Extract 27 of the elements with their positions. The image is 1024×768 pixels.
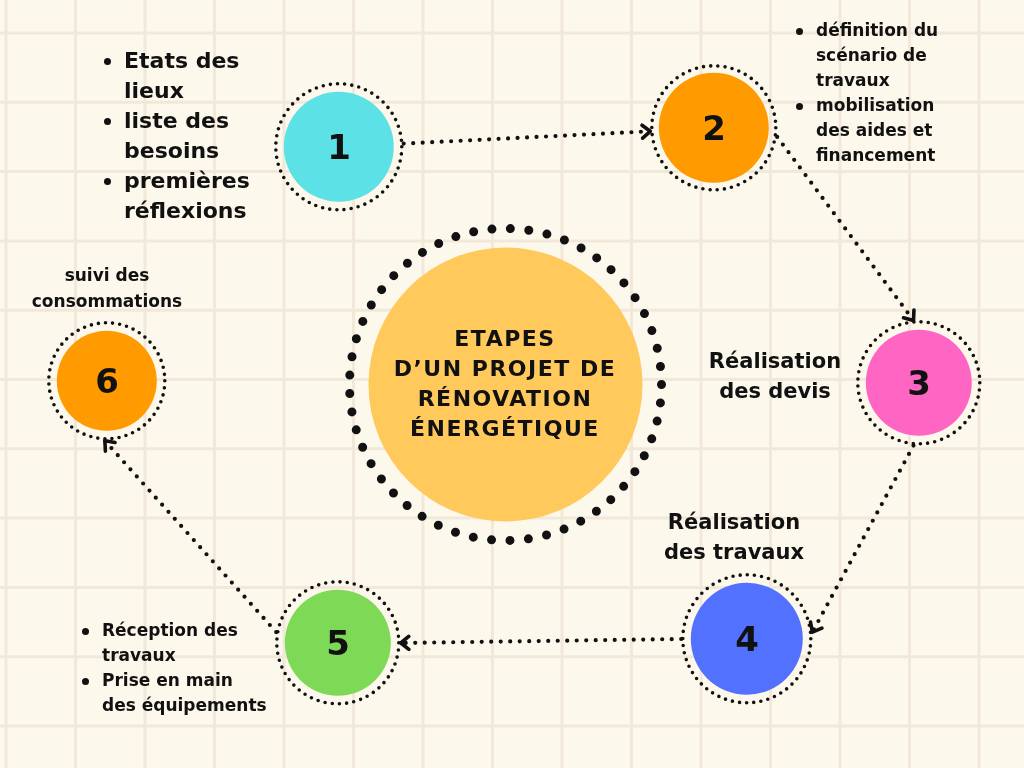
title-text: D’UN PROJET DE RÉNOVATION ÉNERGÉTIQUE bbox=[392, 355, 618, 443]
step-circle bbox=[855, 319, 983, 447]
bullet-note: Prise en main des équipements bbox=[78, 668, 270, 718]
step-number: 2 bbox=[702, 108, 726, 148]
step-circle bbox=[680, 572, 814, 706]
title-heading: ETAPES bbox=[453, 325, 557, 353]
bullet-note: Réception des travaux bbox=[78, 618, 270, 668]
step-number: 4 bbox=[735, 619, 759, 659]
bullet-note: premières réflexions bbox=[100, 166, 282, 226]
step-number: 3 bbox=[907, 363, 931, 403]
title-circle bbox=[343, 222, 667, 546]
step-caption: suivi des consommations bbox=[30, 264, 184, 313]
step-caption: Réalisation des travaux bbox=[663, 509, 805, 566]
step-circle bbox=[273, 81, 405, 213]
dotted-arrow bbox=[398, 634, 684, 652]
step-number: 1 bbox=[327, 127, 351, 167]
dotted-arrow bbox=[401, 123, 653, 146]
dotted-arrow bbox=[775, 134, 916, 323]
dotted-arrow bbox=[102, 438, 279, 635]
step-caption: Réalisation des devis bbox=[707, 348, 843, 405]
step-number: 6 bbox=[95, 361, 119, 401]
step-number: 5 bbox=[326, 623, 350, 663]
step-circle bbox=[649, 63, 779, 193]
step-circle bbox=[46, 320, 168, 442]
dotted-arrow bbox=[808, 443, 916, 635]
step-circle bbox=[274, 579, 402, 707]
bullet-note: mobilisation des aides et financement bbox=[792, 93, 968, 168]
